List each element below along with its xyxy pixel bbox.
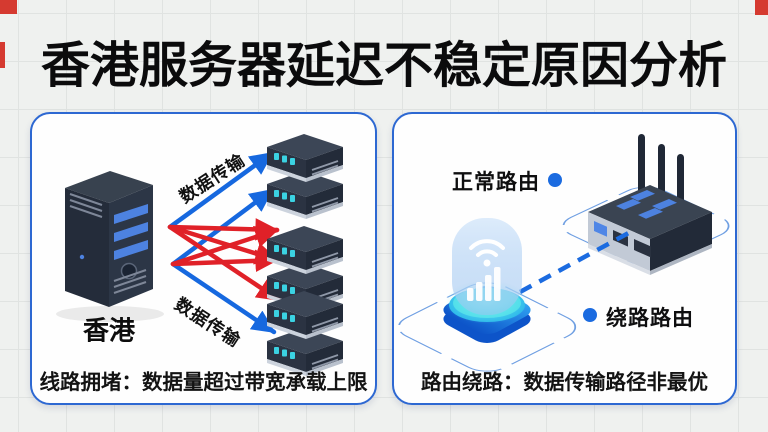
server-stack-icon	[267, 291, 343, 339]
congestion-diagram	[56, 134, 343, 376]
server-stack-icons	[267, 134, 343, 376]
server-stack-icon	[267, 226, 343, 274]
edge-accent-left	[0, 42, 5, 68]
bullet-icon-detour	[583, 308, 597, 322]
routing-panel: 正常路由 绕路路由 路由绕路：数据传输路径非最优	[392, 112, 737, 405]
router-icon	[562, 134, 730, 275]
server-stack-icon	[267, 171, 343, 219]
corner-accent-top-left	[0, 0, 17, 14]
detour-route-label: 绕路路由	[606, 306, 694, 330]
data-flow-arrows	[167, 150, 282, 335]
page-title: 香港服务器延迟不稳定原因分析	[40, 37, 727, 94]
server-stack-icon	[267, 134, 343, 182]
congestion-caption-term: 线路拥堵：	[39, 370, 143, 394]
routing-caption-term: 路由绕路：	[421, 370, 524, 394]
normal-route-label: 正常路由	[452, 170, 540, 194]
congestion-caption-desc: 数据量超过带宽承载上限	[142, 370, 368, 394]
server-tower-icon	[56, 171, 164, 322]
congestion-caption: 线路拥堵：数据量超过带宽承载上限	[32, 365, 375, 395]
corner-accent-top-right	[755, 0, 768, 15]
source-server-label: 香港	[82, 316, 136, 347]
server-stack-icon	[267, 328, 343, 376]
routing-caption: 路由绕路：数据传输路径非最优	[394, 365, 735, 395]
routing-caption-desc: 数据传输路径非最优	[523, 370, 709, 394]
congestion-panel: 数据传输 数据传输 香港 线路拥堵：数据量超过带宽承载上限	[30, 112, 377, 405]
detour-path-line	[518, 228, 636, 294]
wifi-beacon-icon	[397, 218, 577, 372]
bullet-icon-normal	[548, 173, 562, 187]
routing-diagram	[397, 134, 730, 372]
wifi-signal-icon	[469, 239, 505, 257]
signal-bars-icon	[467, 267, 501, 301]
